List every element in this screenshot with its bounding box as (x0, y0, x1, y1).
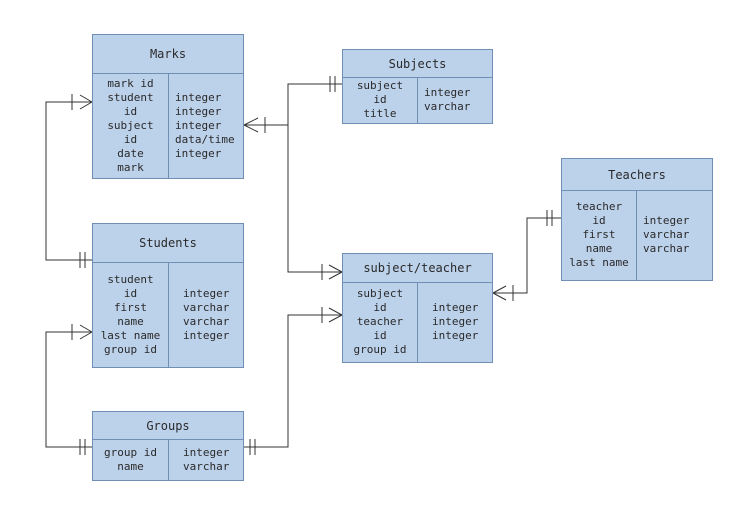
field-types: integer varchar (169, 439, 243, 480)
field-name: teacher (575, 200, 623, 213)
entity-title: subject/teacher (343, 254, 492, 283)
field-name: name (117, 314, 144, 328)
field-type: integer (175, 104, 222, 118)
field-name: group id (353, 343, 407, 356)
field-names: subject id teacher id group id (343, 282, 418, 362)
field-name: group id (104, 445, 157, 459)
field-type: integer (432, 329, 479, 342)
field-type: varchar (643, 228, 690, 241)
relation-students-groups (45, 324, 93, 455)
field-name: mark id (107, 76, 154, 90)
field-type: data/time (175, 132, 235, 146)
field-type: integer (432, 301, 479, 314)
field-name: mark (117, 160, 144, 174)
field-type: varchar (183, 314, 230, 328)
field-name: date (117, 146, 144, 160)
relation-marks-students (45, 94, 93, 268)
field-name: student (107, 90, 154, 104)
field-type: integer (424, 86, 471, 99)
field-type: integer (175, 146, 222, 160)
field-name: id (123, 286, 138, 300)
field-type: varchar (424, 100, 471, 113)
entity-title: Subjects (343, 50, 492, 78)
field-type: integer (183, 445, 230, 459)
field-name: id (373, 301, 387, 314)
field-name: id (123, 132, 138, 146)
field-name: last name (569, 256, 629, 269)
field-types: integer varchar (418, 77, 492, 123)
field-name: id (123, 104, 138, 118)
field-name: name (117, 459, 144, 473)
field-name: id (592, 214, 606, 227)
field-name: id (373, 93, 387, 106)
entity-marks: Marks mark id student id subject id date… (92, 34, 244, 179)
field-type: varchar (183, 300, 230, 314)
entity-title: Groups (93, 412, 243, 440)
entity-title: Students (93, 224, 243, 263)
entity-teachers: Teachers teacher id first name last name… (561, 158, 713, 281)
field-name: subject (356, 287, 404, 300)
field-type: integer (432, 315, 479, 328)
relation-subject-teacher-teachers (492, 210, 561, 301)
field-name: first (582, 228, 616, 241)
entity-subject-teacher: subject/teacher subject id teacher id gr… (342, 253, 493, 363)
field-type: varchar (643, 242, 690, 255)
field-type: integer (175, 118, 222, 132)
field-names: mark id student id subject id date mark (93, 73, 169, 178)
field-name: subject (356, 79, 404, 92)
field-names: group id name (93, 439, 169, 480)
entity-groups: Groups group id name integer varchar (92, 411, 244, 481)
field-name: last name (100, 328, 161, 342)
field-name: student (107, 272, 154, 286)
field-name: title (363, 107, 397, 120)
field-types: integer varchar varchar (637, 190, 712, 280)
entity-title: Teachers (562, 159, 712, 191)
relation-marks-subjects (243, 76, 343, 280)
field-names: subject id title (343, 77, 418, 123)
field-type: integer (183, 286, 230, 300)
field-name: name (585, 242, 613, 255)
entity-title: Marks (93, 35, 243, 74)
field-types: integer integer integer (418, 282, 492, 362)
field-type: integer (643, 214, 690, 227)
field-type: integer (175, 90, 222, 104)
field-type: integer (183, 328, 230, 342)
entity-students: Students student id first name last name… (92, 223, 244, 368)
field-names: student id first name last name group id (93, 262, 169, 367)
field-name: teacher (356, 315, 404, 328)
entity-subjects: Subjects subject id title integer varcha… (342, 49, 493, 124)
field-type: varchar (183, 459, 230, 473)
field-name: id (373, 329, 387, 342)
relation-groups-subject-teacher (244, 307, 343, 455)
field-names: teacher id first name last name (562, 190, 637, 280)
field-name: group id (104, 342, 157, 356)
field-types: integer integer integer data/time intege… (169, 73, 243, 178)
field-types: integer varchar varchar integer (169, 262, 243, 367)
field-name: first (113, 300, 148, 314)
field-name: subject (107, 118, 154, 132)
